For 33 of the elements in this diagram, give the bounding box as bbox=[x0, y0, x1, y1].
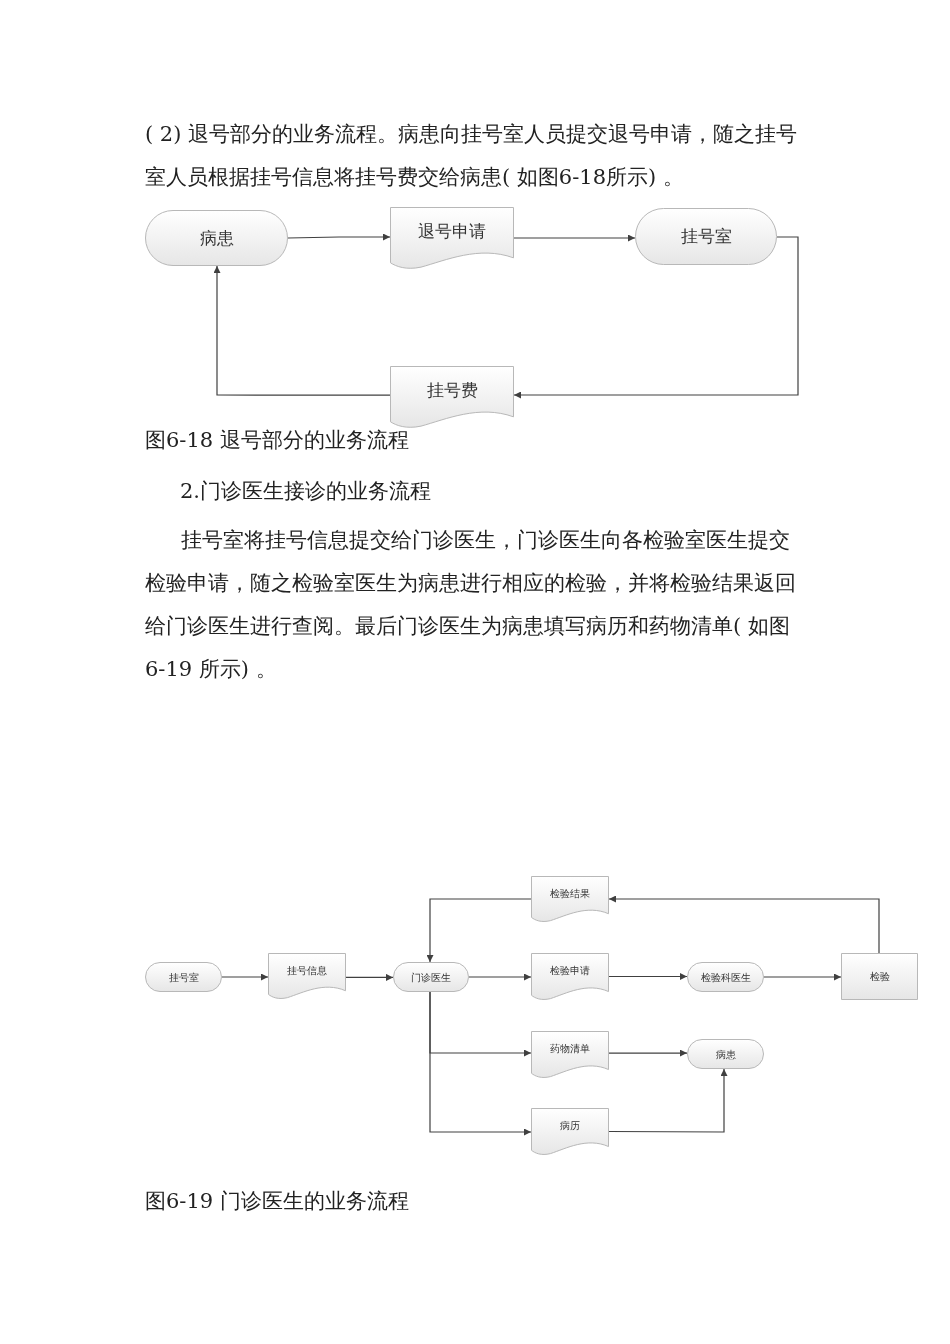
paragraph: ( 2) 退号部分的业务流程。病患向挂号室人员提交退号申请，随之挂号室人员根据挂号信息将挂号费交给病患( 如图6-18所示) 。 bbox=[145, 121, 799, 191]
arrow bbox=[221, 973, 269, 981]
node-label: 病历 bbox=[559, 1119, 581, 1133]
node-label: 挂号费 bbox=[425, 378, 479, 401]
arrow bbox=[608, 895, 880, 954]
arrow bbox=[213, 265, 391, 396]
figure-caption: 图6-18 退号部分的业务流程 bbox=[145, 427, 410, 454]
section-heading: 2.门诊医生接诊的业务流程 bbox=[180, 478, 433, 505]
node-label: 挂号室 bbox=[679, 225, 733, 248]
node-label: 病患 bbox=[198, 226, 235, 250]
arrow bbox=[763, 973, 842, 981]
arrow bbox=[345, 973, 394, 981]
node-label: 挂号室 bbox=[167, 970, 200, 984]
arrow bbox=[426, 898, 532, 963]
arrow bbox=[429, 991, 532, 1136]
arrow bbox=[608, 973, 688, 980]
node-label: 门诊医生 bbox=[410, 970, 452, 984]
node-label: 检验结果 bbox=[549, 886, 591, 900]
arrow bbox=[608, 1049, 688, 1057]
arrow bbox=[513, 236, 799, 399]
node-label: 检验科医生 bbox=[699, 970, 752, 984]
arrow bbox=[287, 233, 391, 241]
figure-caption: 图6-19 门诊医生的业务流程 bbox=[145, 1188, 410, 1215]
node-label: 药物清单 bbox=[549, 1042, 591, 1056]
node-label: 病患 bbox=[714, 1047, 737, 1061]
arrow bbox=[513, 234, 636, 242]
arrow bbox=[468, 973, 532, 981]
node-label: 检验申请 bbox=[549, 964, 591, 978]
node-label: 退号申请 bbox=[417, 219, 487, 242]
arrow bbox=[608, 1068, 728, 1133]
node-label: 挂号信息 bbox=[286, 963, 328, 977]
paragraph: 挂号室将挂号信息提交给门诊医生，门诊医生向各检验室医生提交检验申请，随之检验室医生为病患进行相应的检验，并将检验结果返回给门诊医生进行查阅。最后门诊医生为病患填写病历和药物清单( 如图6-19 所示) 。 bbox=[145, 527, 797, 683]
node-label: 检验 bbox=[868, 970, 891, 983]
